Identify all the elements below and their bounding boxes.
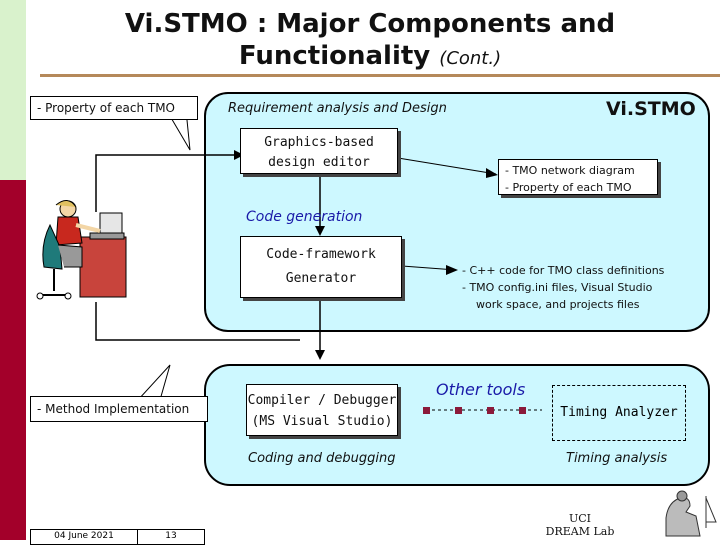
code-note-line-1: - C++ code for TMO class definitions	[462, 264, 665, 277]
code-note-line-3: work space, and projects files	[476, 298, 640, 311]
title-main: Functionality	[238, 41, 431, 71]
callout-pointer-method	[120, 364, 171, 401]
code-note: - C++ code for TMO class definitions - T…	[458, 260, 698, 318]
title-line-1: Vi.STMO : Major Components and	[124, 9, 616, 39]
tool-dot	[519, 407, 526, 414]
line-person-editor	[95, 154, 234, 212]
requirement-label: Requirement analysis and Design	[228, 101, 447, 116]
tool-dot	[455, 407, 462, 414]
design-note-line-2: - Property of each TMO	[505, 181, 632, 194]
compiler-line-2: (MS Visual Studio)	[251, 414, 393, 429]
code-framework-line-2: Generator	[285, 271, 357, 286]
graphics-editor-line-2: design editor	[268, 155, 370, 170]
arrow-design-note	[486, 168, 498, 178]
tool-dot	[423, 407, 430, 414]
line-editor-note	[397, 157, 497, 175]
lab-label: UCI DREAM Lab	[540, 512, 620, 538]
coding-label: Coding and debugging	[248, 451, 396, 466]
vistmo-brand: Vi.STMO	[606, 98, 696, 120]
design-note-line-1: - TMO network diagram	[505, 164, 635, 177]
title-cont: (Cont.)	[439, 48, 502, 69]
property-callout: - Property of each TMO	[30, 96, 198, 120]
design-note: - TMO network diagram - Property of each…	[498, 159, 658, 195]
code-framework-box: Code-framework Generator	[240, 236, 402, 298]
compiler-box: Compiler / Debugger (MS Visual Studio)	[246, 384, 398, 436]
graphics-editor-line-1: Graphics-based	[264, 135, 374, 150]
title-rule	[40, 74, 720, 77]
arrow-compiler	[315, 350, 325, 360]
timing-analyzer-box: Timing Analyzer	[552, 385, 686, 441]
arrow-generator	[315, 226, 325, 236]
side-stripe-top	[0, 0, 26, 180]
method-callout: - Method Implementation	[30, 396, 208, 422]
code-generation-label: Code generation	[246, 209, 363, 225]
side-stripe-bottom	[0, 180, 26, 540]
title-line-2: Functionality (Cont.)	[60, 40, 680, 75]
thinker-logo-icon	[665, 490, 717, 537]
timing-label: Timing analysis	[566, 451, 668, 466]
footer-page: 13	[137, 529, 205, 545]
lab-line-2: DREAM Lab	[545, 525, 615, 538]
line-person-compiler	[95, 302, 300, 341]
graphics-editor-box: Graphics-based design editor	[240, 128, 398, 174]
code-note-line-2: - TMO config.ini files, Visual Studio	[462, 281, 653, 294]
person-at-computer-icon	[36, 200, 127, 300]
other-tools-label: Other tools	[436, 380, 526, 399]
lab-line-1: UCI	[568, 512, 592, 525]
compiler-line-1: Compiler / Debugger	[247, 393, 397, 408]
tool-dot	[487, 407, 494, 414]
arrow-editor	[234, 150, 244, 160]
arrow-code-note	[446, 265, 458, 275]
code-framework-line-1: Code-framework	[266, 247, 376, 262]
footer-date: 04 June 2021	[30, 529, 138, 545]
